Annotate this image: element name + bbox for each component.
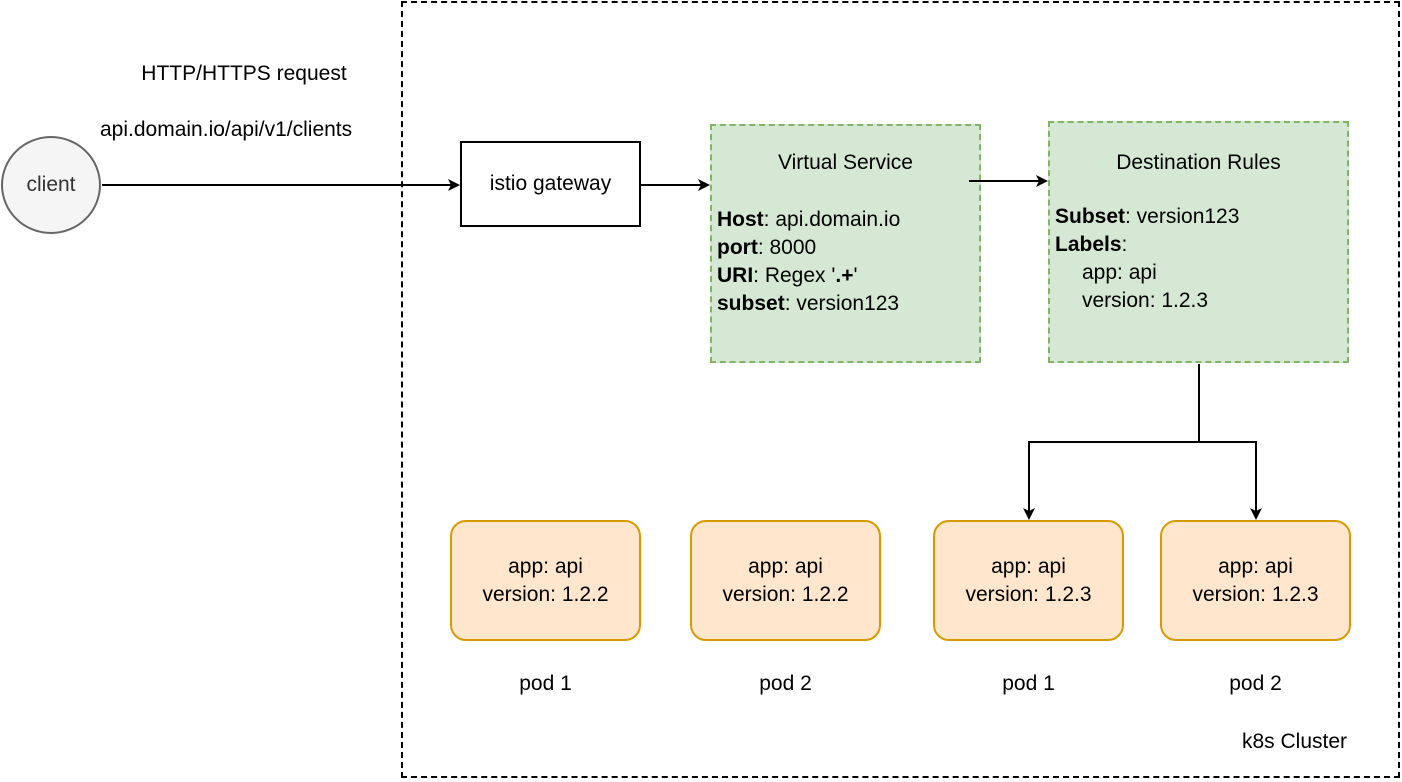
pod-name-label: pod 1 — [1002, 672, 1055, 695]
virtual-service-node: Virtual Service Host: api.domain.io port… — [710, 124, 981, 363]
pod-version-label: version: 1.2.2 — [722, 582, 849, 606]
dr-labels-field: Labels: — [1055, 233, 1128, 256]
virtual-service-title: Virtual Service — [777, 151, 913, 174]
pod-version-label: version: 1.2.3 — [1192, 582, 1319, 606]
vs-port-field: port: 8000 — [717, 236, 817, 259]
request-protocol-label: HTTP/HTTPS request — [141, 62, 347, 85]
pod-name-label: pod 1 — [519, 672, 572, 695]
vs-uri-field: URI: Regex '.+' — [717, 264, 858, 287]
dr-label-version: version: 1.2.3 — [1082, 289, 1209, 312]
pod-version-label: version: 1.2.3 — [965, 582, 1092, 606]
client-node: client — [1, 136, 101, 234]
pod-version-label: version: 1.2.2 — [482, 582, 609, 606]
cluster-label: k8s Cluster — [1242, 730, 1348, 753]
k8s-cluster-boundary — [401, 1, 1400, 778]
request-url-label: api.domain.io/api/v1/clients — [100, 118, 353, 141]
client-label: client — [26, 173, 76, 196]
pod-node: app: api version: 1.2.3 — [1160, 520, 1351, 641]
pod-name-label: pod 2 — [759, 672, 812, 695]
destination-rules-title: Destination Rules — [1116, 151, 1281, 174]
pod-app-label: app: api — [1218, 554, 1293, 578]
pod-app-label: app: api — [991, 554, 1066, 578]
pod-app-label: app: api — [508, 554, 583, 578]
istio-gateway-node: istio gateway — [460, 141, 641, 227]
dr-subset-field: Subset: version123 — [1055, 205, 1240, 228]
arrow-destination-rules-to-pod-2 — [1199, 441, 1262, 520]
arrow-destination-rules-to-pod-1 — [1023, 364, 1200, 520]
pod-node: app: api version: 1.2.3 — [933, 520, 1124, 641]
vs-host-field: Host: api.domain.io — [717, 208, 901, 231]
pod-app-label: app: api — [748, 554, 823, 578]
pod-node: app: api version: 1.2.2 — [690, 520, 881, 641]
destination-rules-node: Destination Rules Subset: version123 Lab… — [1048, 121, 1349, 363]
pod-name-label: pod 2 — [1229, 672, 1282, 695]
dr-label-app: app: api — [1082, 261, 1157, 284]
pod-node: app: api version: 1.2.2 — [450, 520, 641, 641]
gateway-label: istio gateway — [489, 172, 612, 195]
vs-subset-field: subset: version123 — [717, 292, 900, 315]
